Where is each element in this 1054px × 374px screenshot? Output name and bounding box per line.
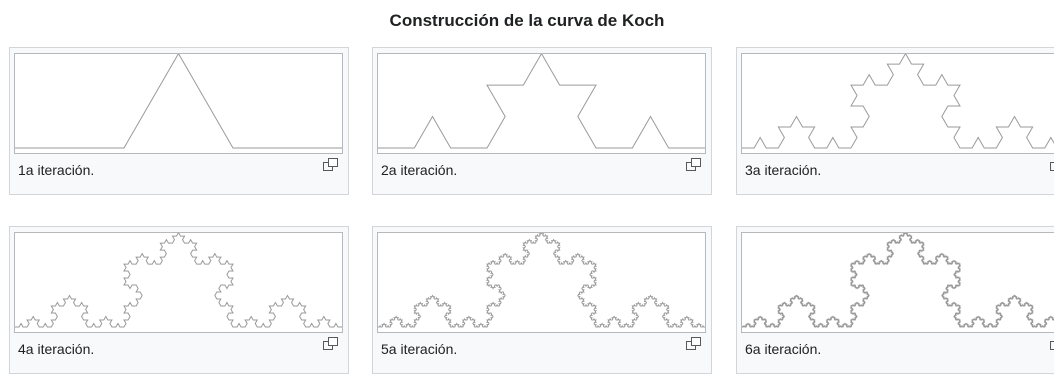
enlarge-icon[interactable] [323, 158, 338, 171]
koch-curve-thumbnail[interactable] [14, 53, 343, 154]
koch-curve-line [15, 54, 342, 148]
enlarge-icon[interactable] [686, 337, 701, 350]
koch-curve-thumbnail[interactable] [741, 53, 1054, 154]
gallery-item-2: 2a iteración. [372, 47, 712, 195]
koch-curve-line [378, 54, 705, 148]
gallery-item-6: 6a iteración. [736, 226, 1054, 374]
koch-curve-line [742, 233, 1054, 327]
gallery-item-3: 3a iteración. [736, 47, 1054, 195]
enlarge-icon[interactable] [1050, 337, 1054, 350]
koch-curve-thumbnail[interactable] [377, 53, 706, 154]
koch-curve-line [378, 233, 705, 327]
enlarge-icon[interactable] [323, 337, 338, 350]
gallery-item-4: 4a iteración. [9, 226, 349, 374]
gallery-caption: 1a iteración. [18, 161, 94, 179]
gallery-caption: 6a iteración. [745, 340, 821, 358]
enlarge-icon[interactable] [1050, 158, 1054, 171]
koch-curve-thumbnail[interactable] [377, 232, 706, 333]
gallery-title: Construcción de la curva de Koch [0, 10, 1054, 32]
koch-curve-thumbnail[interactable] [741, 232, 1054, 333]
enlarge-icon[interactable] [686, 158, 701, 171]
koch-curve-thumbnail[interactable] [14, 232, 343, 333]
gallery-caption: 5a iteración. [381, 340, 457, 358]
gallery-caption: 2a iteración. [381, 161, 457, 179]
koch-curve-line [742, 54, 1054, 148]
gallery-item-5: 5a iteración. [372, 226, 712, 374]
gallery-item-1: 1a iteración. [9, 47, 349, 195]
koch-curve-line [15, 233, 342, 327]
gallery-caption: 3a iteración. [745, 161, 821, 179]
gallery-caption: 4a iteración. [18, 340, 94, 358]
